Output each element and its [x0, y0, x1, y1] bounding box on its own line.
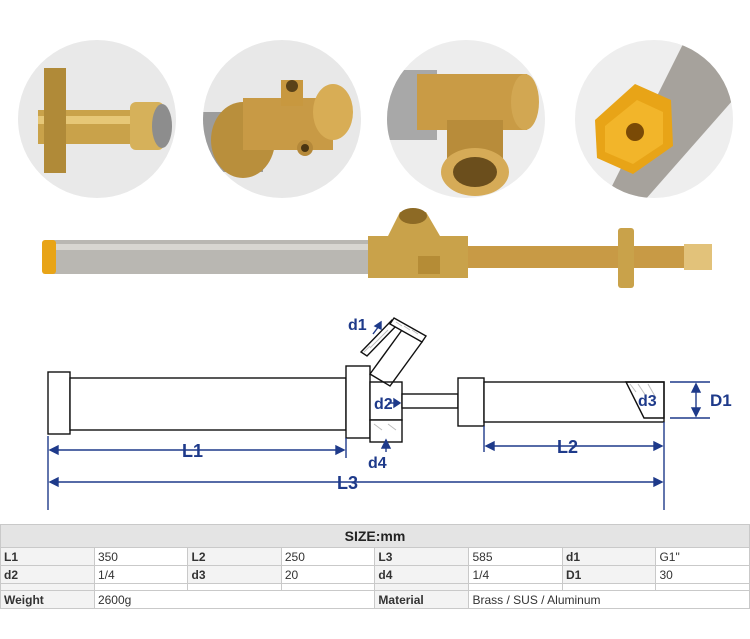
weight-label: Weight — [0, 590, 95, 609]
cell-value: G1" — [655, 547, 750, 566]
table-row: Weight 2600g Material Brass / SUS / Alum… — [0, 590, 750, 609]
tee-side-image — [203, 40, 361, 198]
flange-end-image — [18, 40, 176, 198]
table-row: L1 350 L2 250 L3 585 d1 G1" — [0, 547, 750, 566]
detail-photo-y-fitting — [387, 40, 545, 198]
cell-value: 20 — [280, 565, 376, 584]
cell-label: L1 — [0, 547, 95, 566]
table-title-row: SIZE:mm — [0, 524, 750, 548]
material-value: Brass / SUS / Aluminum — [468, 590, 750, 609]
cell-value: 30 — [655, 565, 750, 584]
weight-value: 2600g — [93, 590, 376, 609]
technical-drawing: d1 d2 d3 d4 D1 L1 L2 L3 — [47, 317, 732, 510]
cell-label: d1 — [562, 547, 657, 566]
product-photo — [42, 208, 712, 288]
aluminum-end-cap — [42, 240, 56, 274]
cell-value: 250 — [280, 547, 376, 566]
cell-label: d4 — [374, 565, 470, 584]
flange — [618, 228, 634, 288]
cell-label: L2 — [187, 547, 282, 566]
cell-value: 350 — [93, 547, 189, 566]
dimension-lines — [47, 320, 710, 510]
label-d3: d3 — [638, 393, 657, 410]
table-spacer — [0, 583, 750, 591]
y-fitting-image — [387, 40, 545, 198]
label-L2: L2 — [557, 437, 578, 457]
detail-photo-flange — [18, 40, 176, 198]
cell-label: d2 — [0, 565, 95, 584]
label-d4: d4 — [368, 455, 387, 472]
table-row: d2 1/4 d3 20 d4 1/4 D1 30 — [0, 565, 750, 584]
cell-label: d3 — [187, 565, 282, 584]
outline-drawing — [47, 317, 665, 443]
cell-value: 1/4 — [468, 565, 564, 584]
label-D1: D1 — [710, 391, 732, 410]
detail-photo-tee — [203, 40, 361, 198]
table-title: SIZE:mm — [0, 524, 750, 548]
cell-value: 1/4 — [93, 565, 189, 584]
aluminum-cap-image — [575, 40, 733, 198]
label-L1: L1 — [182, 441, 203, 461]
label-L3: L3 — [337, 473, 358, 493]
cell-label: L3 — [374, 547, 470, 566]
material-label: Material — [374, 590, 470, 609]
label-d1: d1 — [348, 317, 367, 334]
threaded-tube — [468, 246, 618, 268]
hatching — [363, 321, 657, 431]
cell-value: 585 — [468, 547, 564, 566]
size-spec-table: SIZE:mm L1 350 L2 250 L3 585 d1 G1" d2 1… — [0, 524, 750, 609]
label-d2: d2 — [374, 396, 393, 413]
detail-photo-aluminum-cap — [575, 40, 733, 198]
cell-label: D1 — [562, 565, 657, 584]
